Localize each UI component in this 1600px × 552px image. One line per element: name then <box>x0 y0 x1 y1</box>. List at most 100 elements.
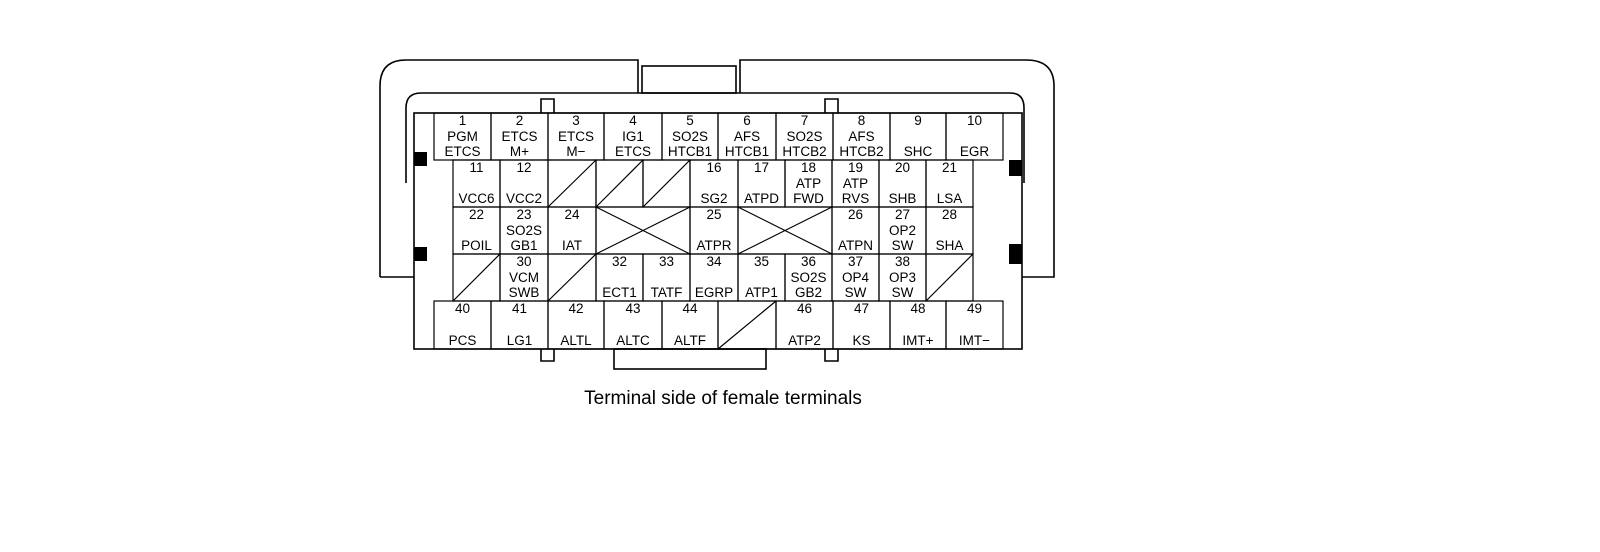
terminal-number: 43 <box>625 301 640 316</box>
terminal-number: 34 <box>706 254 722 269</box>
terminal-number: 28 <box>942 207 957 222</box>
terminal-signal-label: ETCS <box>501 129 537 144</box>
terminal-number: 25 <box>706 207 721 222</box>
terminal-signal-label: LG1 <box>507 333 533 348</box>
terminal-signal-label: SO2S <box>790 270 826 285</box>
terminal-signal-label: EGR <box>960 144 990 159</box>
terminal-number: 6 <box>743 113 751 128</box>
terminal-number: 24 <box>564 207 580 222</box>
terminal-signal-label: VCC6 <box>458 191 494 206</box>
terminal-number: 21 <box>942 160 957 175</box>
terminal-number: 17 <box>754 160 769 175</box>
terminal-number: 23 <box>516 207 531 222</box>
terminal-signal-label: ATPD <box>744 191 779 206</box>
terminal-signal-label: PCS <box>449 333 477 348</box>
terminal-number: 30 <box>516 254 531 269</box>
terminal-number: 42 <box>568 301 583 316</box>
terminal-number: 3 <box>572 113 580 128</box>
terminal-signal-label: IMT+ <box>902 333 933 348</box>
terminal-signal-label: AFS <box>848 129 874 144</box>
terminal-signal-label: ATPN <box>838 238 873 253</box>
terminal-signal-label: ALTF <box>674 333 706 348</box>
terminal-signal-label: ETCS <box>615 144 651 159</box>
terminal-signal-label: IMT− <box>959 333 990 348</box>
terminal-number: 22 <box>469 207 484 222</box>
terminal-signal-label: TATF <box>651 285 683 300</box>
terminal-signal-label: ATP <box>796 176 821 191</box>
empty-cavity <box>452 253 501 302</box>
terminal-signal-label: HTCB1 <box>668 144 712 159</box>
terminal-number: 47 <box>854 301 869 316</box>
terminal-signal-label: ATP2 <box>788 333 821 348</box>
terminal-number: 38 <box>895 254 910 269</box>
terminal-signal-label: OP2 <box>889 223 916 238</box>
terminal-signal-label: KS <box>852 333 870 348</box>
terminal-signal-label: PGM <box>447 129 478 144</box>
terminal-signal-label: SHA <box>936 238 964 253</box>
terminal-number: 4 <box>629 113 637 128</box>
terminal-signal-label: GB2 <box>795 285 822 300</box>
empty-cavity <box>547 159 597 208</box>
terminal-signal-label: VCM <box>509 270 539 285</box>
terminal-signal-label: ATP1 <box>745 285 778 300</box>
terminal-signal-label: IAT <box>562 238 582 253</box>
terminal-number: 11 <box>469 160 483 175</box>
terminal-signal-label: SHB <box>889 191 917 206</box>
empty-cavity <box>595 206 691 255</box>
terminal-signal-label: ATP <box>843 176 868 191</box>
empty-cavity <box>717 300 777 350</box>
terminal-signal-label: SO2S <box>786 129 822 144</box>
empty-cavity <box>595 159 644 208</box>
terminal-signal-label: ECT1 <box>602 285 637 300</box>
terminal-number: 27 <box>895 207 910 222</box>
terminal-signal-label: AFS <box>734 129 760 144</box>
terminal-number: 37 <box>848 254 863 269</box>
terminal-signal-label: M− <box>566 144 585 159</box>
terminal-signal-label: ETCS <box>444 144 480 159</box>
terminal-grid: 1PGMETCS2ETCSM+3ETCSM−4IG1ETCS5SO2SHTCB1… <box>433 112 1004 350</box>
terminal-number: 33 <box>659 254 674 269</box>
terminal-signal-label: SO2S <box>672 129 708 144</box>
terminal-number: 41 <box>512 301 527 316</box>
diagram-caption: Terminal side of female terminals <box>584 388 862 409</box>
terminal-number: 5 <box>686 113 694 128</box>
terminal-signal-label: ALTL <box>560 333 592 348</box>
terminal-number: 32 <box>612 254 627 269</box>
terminal-number: 7 <box>801 113 809 128</box>
terminal-number: 2 <box>516 113 524 128</box>
terminal-number: 8 <box>858 113 866 128</box>
terminal-number: 44 <box>682 301 698 316</box>
terminal-signal-label: VCC2 <box>506 191 542 206</box>
terminal-number: 46 <box>797 301 812 316</box>
terminal-signal-label: OP4 <box>842 270 870 285</box>
terminal-number: 26 <box>848 207 863 222</box>
terminal-signal-label: RVS <box>842 191 870 206</box>
